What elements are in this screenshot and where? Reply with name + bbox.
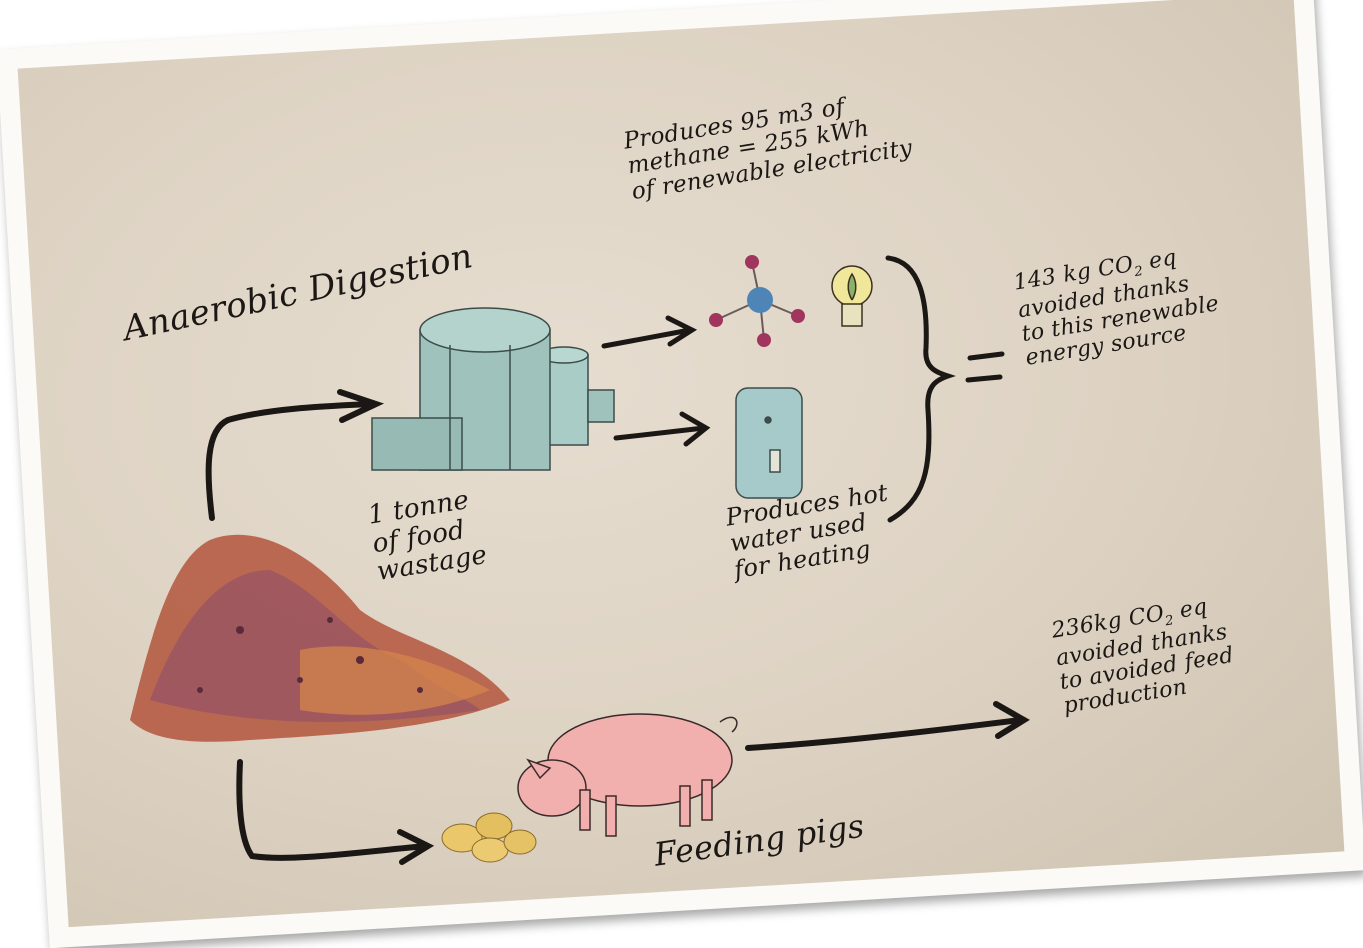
arrow-to-feeding (239, 762, 428, 862)
potatoes-icon (442, 813, 536, 862)
food-wastage-label: 1 tonne of food wastage (366, 485, 489, 587)
arrow-to-electricity (604, 318, 692, 346)
light-bulb-icon (832, 266, 872, 326)
pig-icon (518, 714, 737, 836)
methane-molecule-icon (709, 255, 805, 347)
digester-plant-icon (372, 308, 614, 470)
hot-water-tank-icon (736, 388, 802, 498)
arrow-to-feed-savings (748, 704, 1024, 748)
output-bracket (888, 258, 948, 520)
arrow-to-digestion (209, 392, 376, 518)
arrow-to-hot-water (616, 414, 706, 444)
equals-sign (968, 354, 1002, 380)
